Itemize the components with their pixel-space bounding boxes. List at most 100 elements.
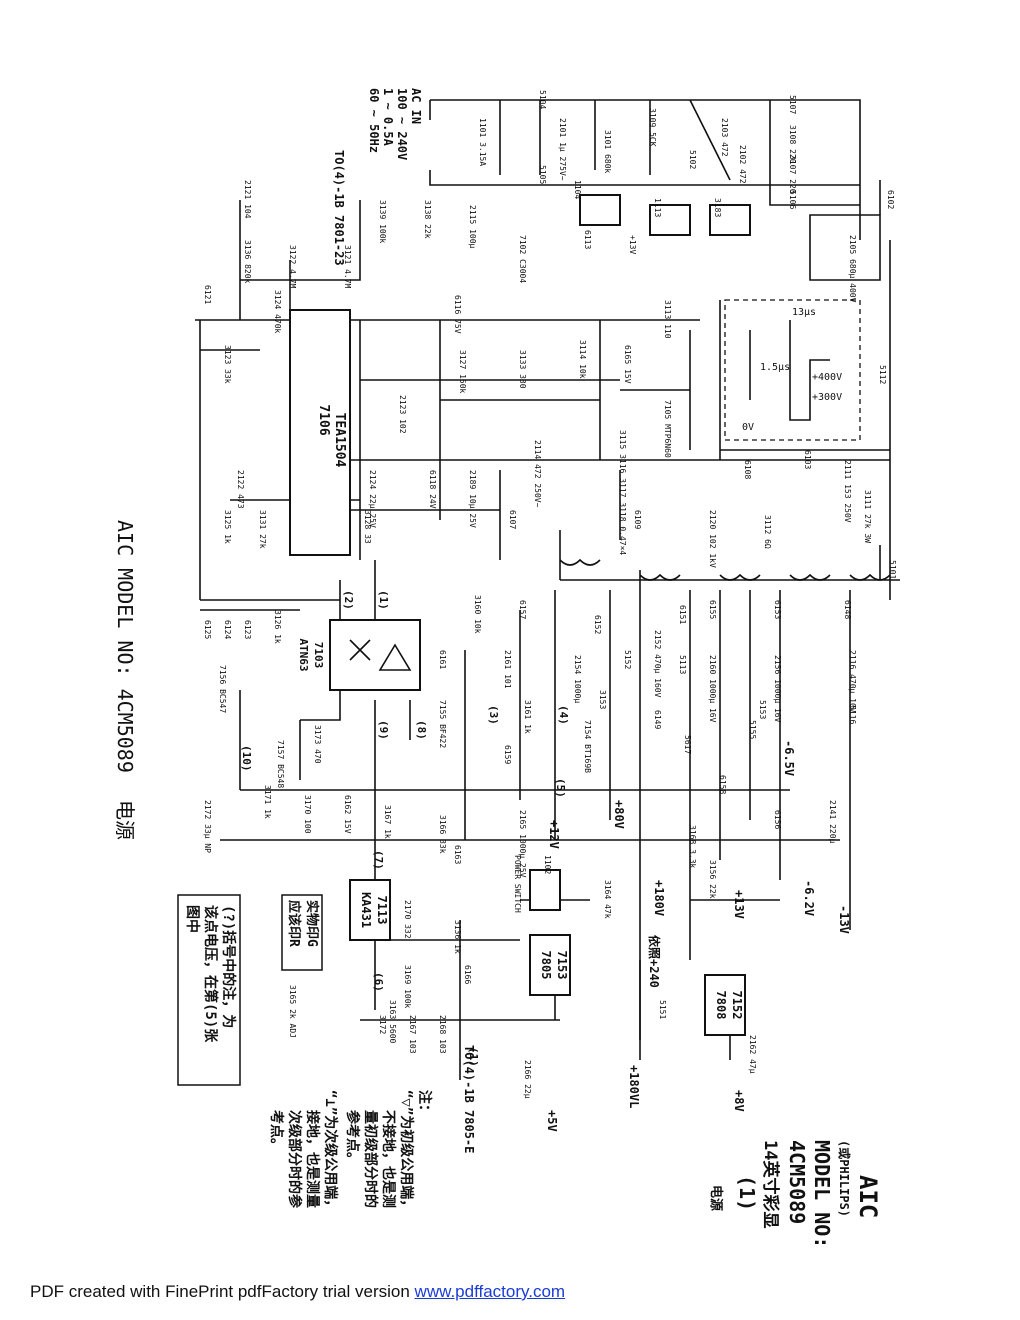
component-label: 2156 1000μ 16V <box>773 655 782 723</box>
legend-line-6: 接地，也是测量 <box>304 1110 321 1208</box>
component-label: 6152 <box>593 615 602 634</box>
ref-to-7805: TO(4)-1B 7805-E <box>462 1045 476 1153</box>
component-label: 3126 1k <box>273 610 282 644</box>
component-label: 6165 15V <box>623 345 632 384</box>
component-label: 3164 47k <box>603 880 612 919</box>
component-label: 6124 <box>223 620 232 639</box>
node-label: (1) <box>467 1047 480 1067</box>
component-label: POWER SWITCH <box>513 855 522 913</box>
component-label: 6109 <box>633 510 642 529</box>
node-label: (2) <box>342 590 355 610</box>
component-label: 6163 <box>453 845 462 864</box>
component-label: 2161 101 <box>503 650 512 689</box>
rail-labels: +80V+12V+180V+180VL+13V-6.5V-6.2V-13V+5V… <box>545 740 851 1132</box>
footer-link[interactable]: www.pdffactory.com <box>414 1282 566 1301</box>
component-label: 3113 110 <box>663 300 672 339</box>
ic-7152-ref: 7152 <box>730 991 744 1020</box>
component-label: 5112 <box>878 365 887 384</box>
component-label: 5102 <box>688 150 697 169</box>
legend-line-1: “▽”为初级公用端， <box>398 1090 415 1213</box>
component-label: 3160 10k <box>473 595 482 634</box>
component-label: 5151 <box>658 1000 667 1019</box>
component-label: 7156 BC547 <box>218 665 227 713</box>
component-label: 6151 <box>678 605 687 624</box>
component-label: 5155 <box>748 720 757 739</box>
component-label: 1102 <box>543 855 552 874</box>
component-label: 6149 <box>653 710 662 729</box>
component-label: 6102 <box>886 190 895 209</box>
component-label: 3109 5CK <box>648 108 657 147</box>
component-label: 1101 3.15A <box>478 118 487 166</box>
rail-label: +13V <box>732 890 746 919</box>
rail-label: +180V <box>652 880 666 916</box>
node-label: (3) <box>487 705 500 725</box>
component-label: 6157 <box>518 600 527 619</box>
component-label: 1113 <box>653 198 662 217</box>
component-label: 2103 472 <box>720 118 729 157</box>
brand-aic: AIC <box>854 1175 882 1218</box>
side-title: AIC MODEL NO: 4CM5089 <box>113 520 137 773</box>
waveform-label-400v: +400V <box>812 372 842 383</box>
rail-label: +180VL <box>627 1065 641 1108</box>
wiring <box>195 99 900 1080</box>
waveform-label-1-5us: 1.5μs <box>760 362 790 373</box>
component-label: 3114 10k <box>578 340 587 379</box>
component-label: +13V <box>628 235 637 254</box>
component-label: 3111 27k 3W <box>863 490 872 543</box>
node-label: (5) <box>554 778 567 798</box>
component-label: 2160 1000μ 16V <box>708 655 717 723</box>
ic-7103-ref: 7103 <box>312 642 325 669</box>
rail-label: -13V <box>837 905 851 934</box>
component-label: 6148 <box>843 600 852 619</box>
component-label: 2165 1000μ 25V <box>518 810 527 878</box>
component-label: 5106 <box>788 190 797 209</box>
component-label: 3136 820k <box>243 240 252 284</box>
waveform-box: 13μs 1.5μs +400V +300V 0V <box>724 299 861 441</box>
component-label: 2167 103 <box>408 1015 417 1054</box>
component-label: 6107 <box>508 510 517 529</box>
component-label: 2168 103 <box>438 1015 447 1054</box>
component-label: 2115 100μ <box>468 205 477 249</box>
component-label: 5153 <box>758 700 767 719</box>
component-label: 6161 <box>438 650 447 669</box>
ic-7153-part: 7805 <box>539 951 553 980</box>
ac-input-line-1: 100 ~ 240V <box>395 88 409 160</box>
component-label: 6153 <box>773 600 782 619</box>
pdf-footer: PDF created with FinePrint pdfFactory tr… <box>30 1282 565 1302</box>
component-label: 3122 4.7M <box>288 245 297 289</box>
component-label: 3168 3.3k <box>688 825 697 869</box>
rail-label: +8V <box>732 1090 746 1112</box>
component-label: 7105 MTP6N60 <box>663 400 672 458</box>
node-label: (4) <box>557 705 570 725</box>
component-label: 2121 104 <box>243 180 252 219</box>
legend-notes: 注： “▽”为初级公用端， 不接地，也是测 量初级部分时的 参考点。 “⊥”为次… <box>268 1090 433 1213</box>
brand-page: (1) <box>735 1175 759 1211</box>
component-label: 2152 470μ 160V <box>653 630 662 698</box>
node-label: (6) <box>372 972 385 992</box>
print-note-2: 应该印R <box>286 900 302 947</box>
component-label: 2111 153 250V <box>843 460 852 523</box>
component-label: 7154 BT169B <box>583 720 592 773</box>
component-label: 3133 330 <box>518 350 527 389</box>
component-label: 3183 <box>713 198 722 217</box>
component-label: 3169 100k <box>403 965 412 1009</box>
bracket-note-box: (?)括号中的注，为 该点电压，在第(5)张 图中 <box>177 894 241 1086</box>
component-label: 3165 2k ADJ <box>288 985 297 1038</box>
component-label: 1104 <box>573 180 582 199</box>
component-label: 3138 22k <box>423 200 432 239</box>
component-label: 3127 150k <box>458 350 467 394</box>
component-label: 2162 47μ <box>748 1035 757 1074</box>
component-label: 6116 75V <box>453 295 462 334</box>
ic-7106: 7106 TEA1504 <box>289 309 351 556</box>
component-label: 3121 4.7M <box>343 245 352 289</box>
side-title-suffix: 电源 <box>113 800 137 840</box>
legend-line-7: 次级部分时的参 <box>286 1110 303 1209</box>
ic-7153-ref: 7153 <box>555 951 569 980</box>
component-label: 3136 1k <box>453 920 462 954</box>
rail-label: +80V <box>612 800 626 829</box>
component-label: 2116 470μ 10V <box>848 650 857 713</box>
component-label: 6118 24V <box>428 470 437 509</box>
component-label: 3125 1k <box>223 510 232 544</box>
component-label: 3131 27k <box>258 510 267 549</box>
